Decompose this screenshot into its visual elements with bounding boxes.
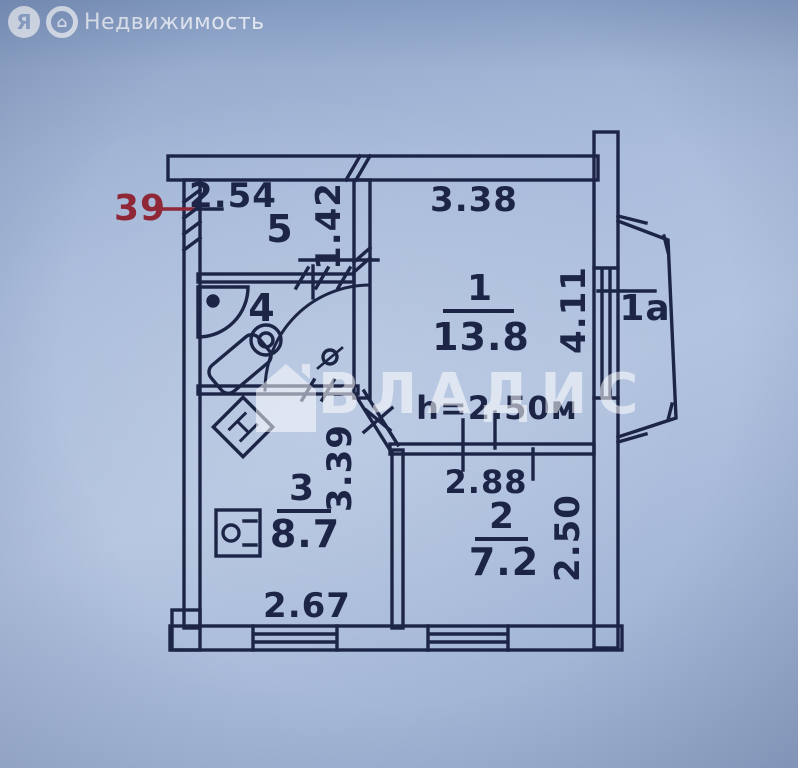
door-pivot-slash [316,346,344,370]
balcony-struts [615,213,675,445]
wall-bottom [168,624,624,652]
dim-339: 3.39 [320,424,360,512]
wall-left-step [170,608,202,652]
ticks-room2 [461,410,535,481]
dim-338: 3.38 [430,180,518,220]
wall-top [166,154,600,182]
toilet-tank [207,333,273,395]
room-1-area: 13.8 [432,315,530,359]
balcony-rail [615,218,678,440]
door-hatch-room4-top [293,265,353,291]
wall-right [592,130,620,650]
logo-letter: Я [16,10,32,34]
sink-drain [206,294,220,308]
watermark-text: ВЛАДИС [318,362,649,427]
brand-watermark: Я ⌂ Недвижимость [8,6,265,38]
yandex-circle-icon: Я [8,6,40,38]
stove-burner [221,523,241,543]
toilet-bowl-inner [257,331,275,349]
stove [214,508,262,558]
door-pivot-circle [321,348,339,366]
toilet-bowl [249,323,283,357]
room-3-number: 3 [288,468,316,509]
unit-number-label: 39 [113,188,167,229]
wall-left [182,178,202,630]
dim-288: 2.88 [444,463,528,501]
ceiling-height-label: h=2.50м [416,389,578,427]
room-1-number: 1 [466,268,494,309]
dim-411: 4.11 [554,266,594,354]
dim-250: 2.50 [548,494,588,582]
balcony-1a-label: 1a [619,288,671,329]
wall-room1-room2 [388,442,596,456]
room-4-number: 4 [248,286,276,330]
door-arc-room4 [263,283,372,392]
house-icon [256,364,316,432]
door-cross-marker [361,405,395,435]
room-2-area: 7.2 [468,540,540,584]
wall-room5-room1-divider [352,178,372,400]
hatch-divider-low [351,245,373,275]
window-room1 [592,266,620,400]
room-3-area: 8.7 [269,512,341,556]
dim-267: 2.67 [263,586,351,626]
window-room2 [426,624,510,652]
entrance-door-hatch [181,187,203,253]
wall-room2-left [390,448,405,630]
dim-254: 2.54 [189,176,277,216]
dim-142: 1.42 [309,182,349,270]
room-5-number: 5 [266,207,294,251]
stove-lines [242,519,258,547]
hatch-top-junction [343,153,373,183]
corner-sink [196,285,250,339]
brand-name: Недвижимость [84,9,265,35]
wall-room5-room4 [196,272,356,284]
window-room3 [251,624,339,652]
room-2-number: 2 [488,496,516,537]
house-in-circle-icon: ⌂ [46,6,78,38]
